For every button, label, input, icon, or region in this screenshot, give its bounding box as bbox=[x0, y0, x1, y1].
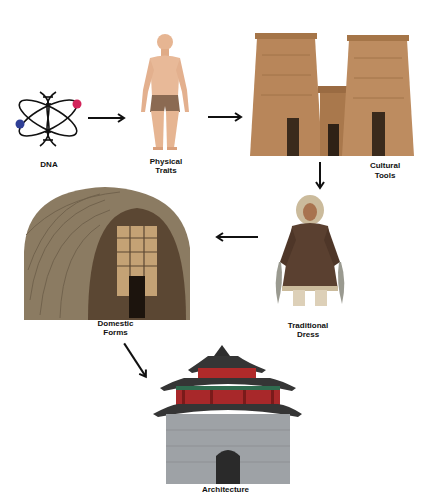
node-label: Cultural Tools bbox=[359, 161, 411, 180]
blue-dot bbox=[16, 120, 25, 129]
red-dot bbox=[73, 100, 82, 109]
flow-arrow bbox=[217, 236, 258, 238]
illustrated-node: Traditional Dress bbox=[262, 192, 354, 342]
node-label: Domestic Forms bbox=[90, 319, 142, 338]
temple-pylon bbox=[250, 33, 414, 156]
flow-arrow bbox=[208, 116, 241, 118]
illustrated-node: Cultural Tools bbox=[245, 15, 420, 158]
flow-arrow bbox=[88, 117, 124, 119]
illustrated-node: Domestic Forms bbox=[18, 185, 213, 340]
node-label: Traditional Dress bbox=[282, 321, 334, 340]
illustrated-node: Architecture bbox=[148, 345, 303, 497]
thatched-hut bbox=[24, 187, 190, 320]
flow-arrow bbox=[319, 162, 321, 188]
node-label: Architecture bbox=[202, 485, 249, 495]
illustrated-node: Physical Traits bbox=[128, 28, 204, 178]
chinese-tower bbox=[153, 345, 302, 484]
parka-figure bbox=[276, 195, 345, 306]
human-figure bbox=[141, 34, 189, 150]
node-label: Physical Traits bbox=[140, 157, 192, 176]
node-label: DNA bbox=[40, 160, 57, 170]
flow-arrow bbox=[124, 343, 146, 376]
dna-icon bbox=[15, 92, 82, 146]
illustrated-node: DNA bbox=[14, 88, 84, 172]
